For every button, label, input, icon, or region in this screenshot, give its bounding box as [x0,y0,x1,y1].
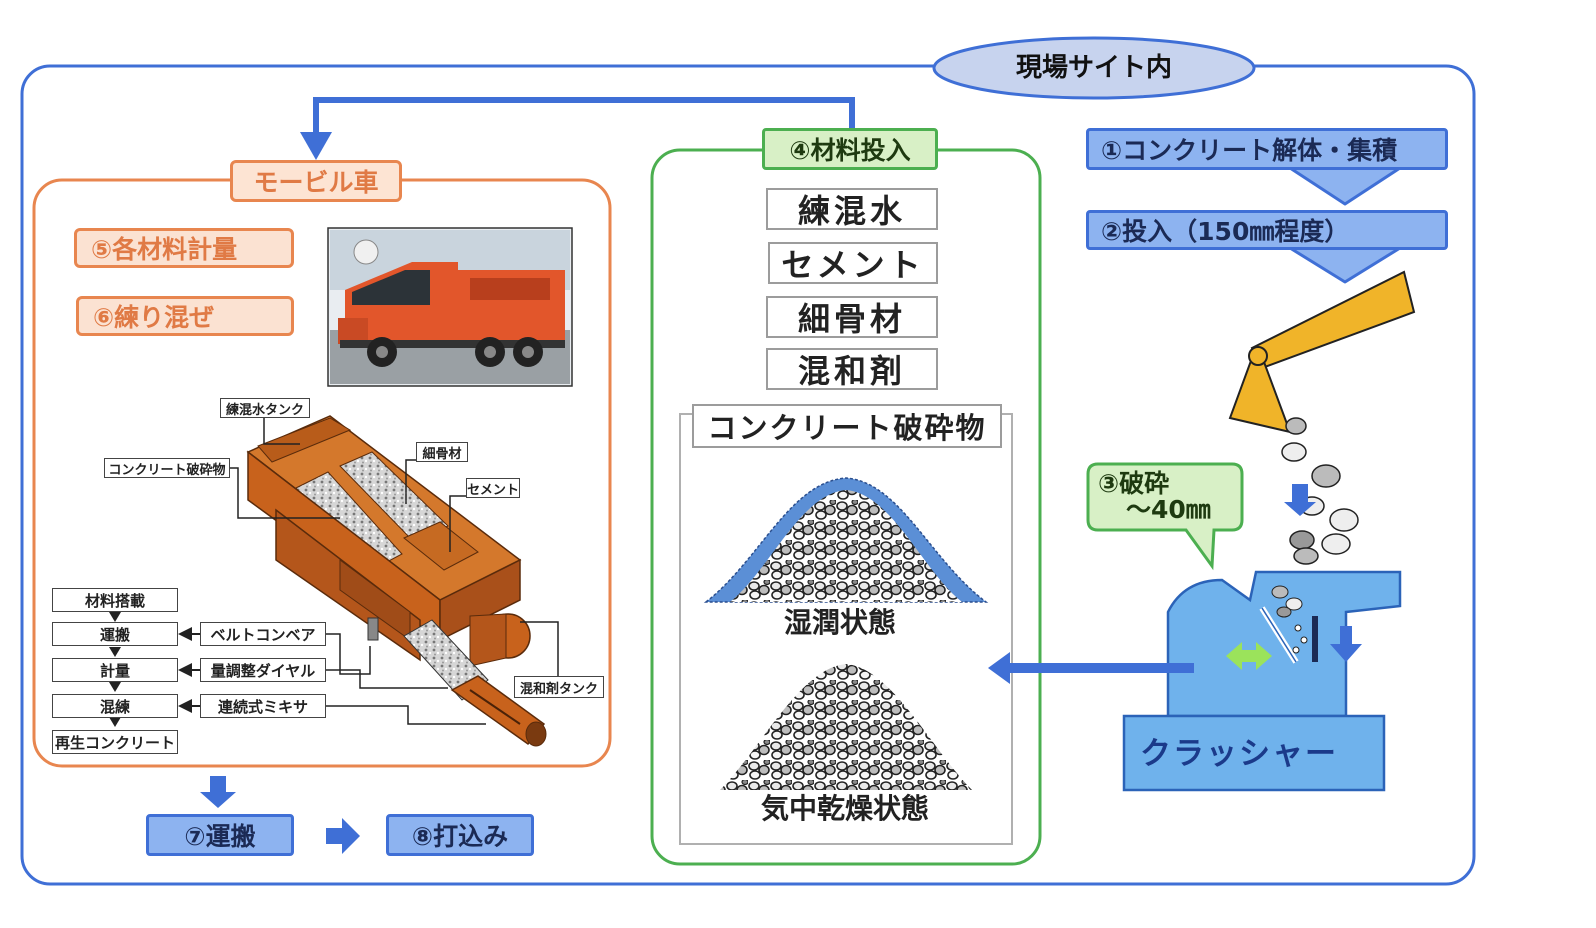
crusher-to-materials-arrow [988,652,1194,684]
equipment-mixer: 連続式ミキサ [200,694,326,718]
materials-title: ④材料投入 [762,128,938,170]
site-ellipse [932,36,1256,100]
flow-arrows-down [109,612,121,727]
site-frame [20,64,1476,886]
material-cement: セメント [768,242,938,284]
step6-box: ⑥練り混ぜ [76,296,294,336]
flow-step-4: 混練 [52,694,178,718]
material-fine-agg: 細骨材 [766,296,938,338]
flow-step-5: 再生コンクリート [52,730,178,754]
down-arrow-to-step7 [200,776,236,808]
truck-photo [327,227,573,387]
material-admixture: 混和剤 [766,348,938,390]
step7-box: ⑦運搬 [146,814,294,856]
equipment-belt: ベルトコンベア [200,622,326,646]
callout-water-tank: 練混水タンク [220,398,310,418]
callout-crushed: コンクリート破砕物 [104,458,230,478]
equipment-arrows [178,627,192,713]
return-arrow-head [300,132,332,160]
callout-fine-agg: 細骨材 [416,442,468,462]
site-label: 現場サイト内 [1015,53,1172,83]
step2-chevron [1288,246,1402,284]
mixer-illustration [246,415,547,747]
flow-step-3: 計量 [52,658,178,682]
mobile-title: モービル車 [230,160,402,202]
step3-bubble [1086,462,1244,571]
crusher-machine [1122,570,1402,792]
step3-line2: ～40㎜ [1126,495,1211,524]
dry-label: 気中乾燥状態 [760,792,929,825]
step3-line1: ③破砕 [1098,469,1170,498]
step5-box: ⑤各材料計量 [74,228,294,268]
dry-pile [720,664,972,790]
wet-pile [703,477,989,603]
drop-arrow [1284,484,1316,516]
flow-step-2: 運搬 [52,622,178,646]
wet-label: 湿潤状態 [783,606,896,639]
right-arrow-to-step8 [326,818,360,854]
step2-box: ②投入（150㎜程度） [1086,210,1448,250]
crushed-title: コンクリート破砕物 [692,404,1002,448]
callout-cement: セメント [466,478,520,498]
material-water: 練混水 [766,188,938,230]
step1-box: ①コンクリート解体・集積 [1086,128,1448,170]
return-arrow-line [313,97,855,138]
step1-chevron [1288,166,1402,206]
excavator-arm [1228,270,1416,434]
flow-step-1: 材料搭載 [52,588,178,612]
equipment-dial: 量調整ダイヤル [200,658,326,682]
crusher-label: クラッシャー [1140,736,1338,772]
callout-admix-tank: 混和剤タンク [514,676,604,698]
falling-rocks [1281,417,1359,565]
step8-box: ⑧打込み [386,814,534,856]
